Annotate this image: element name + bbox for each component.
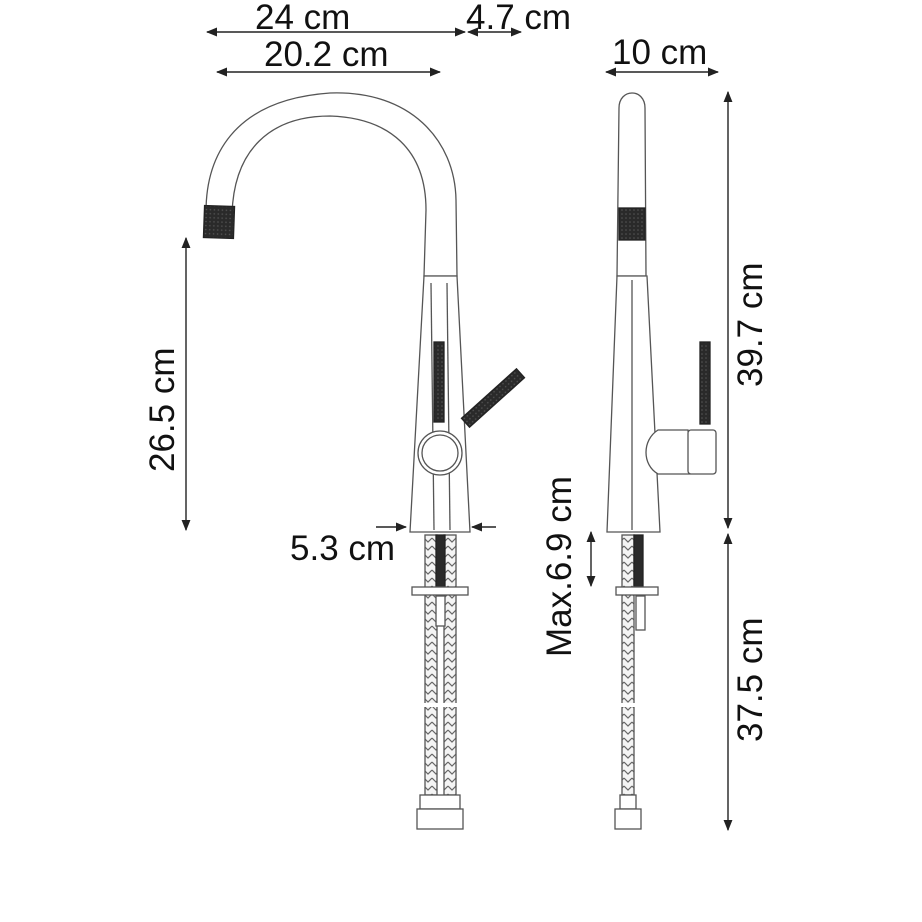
hose-nut [419, 794, 461, 810]
hose-nut-side [614, 808, 642, 830]
shank-rod [435, 534, 446, 596]
lever-cap-side [687, 429, 717, 475]
mounting-plate-side [615, 586, 659, 596]
gooseneck-spout [205, 92, 458, 277]
dimension-lines [181, 27, 733, 832]
spray-head-side [616, 92, 647, 277]
hose-right [443, 534, 457, 796]
spout-height-label: 26.5 cm [143, 347, 182, 473]
hose-length-label: 37.5 cm [731, 617, 770, 743]
side-depth-label: 10 cm [612, 33, 708, 72]
lever-body-side [645, 429, 691, 475]
side-view [606, 92, 717, 830]
pull-handle [433, 341, 445, 423]
mounting-plate [411, 586, 469, 596]
lever-handle [460, 367, 526, 429]
lever-handle-side [699, 341, 711, 425]
spout-aerator [202, 204, 236, 240]
total-reach-label: 24 cm [255, 0, 351, 37]
hose-left [424, 534, 438, 796]
hose-side [621, 534, 635, 796]
reach-offset-label: 4.7 cm [466, 0, 572, 37]
total-height-label: 39.7 cm [731, 262, 770, 388]
front-view [202, 92, 526, 830]
spray-head-grip [618, 207, 646, 241]
max-deck-thickness-label: Max.6.9 cm [540, 476, 579, 657]
spout-reach-label: 20.2 cm [264, 35, 389, 74]
base-diameter-label: 5.3 cm [290, 529, 396, 568]
faucet-body-side [606, 275, 661, 533]
